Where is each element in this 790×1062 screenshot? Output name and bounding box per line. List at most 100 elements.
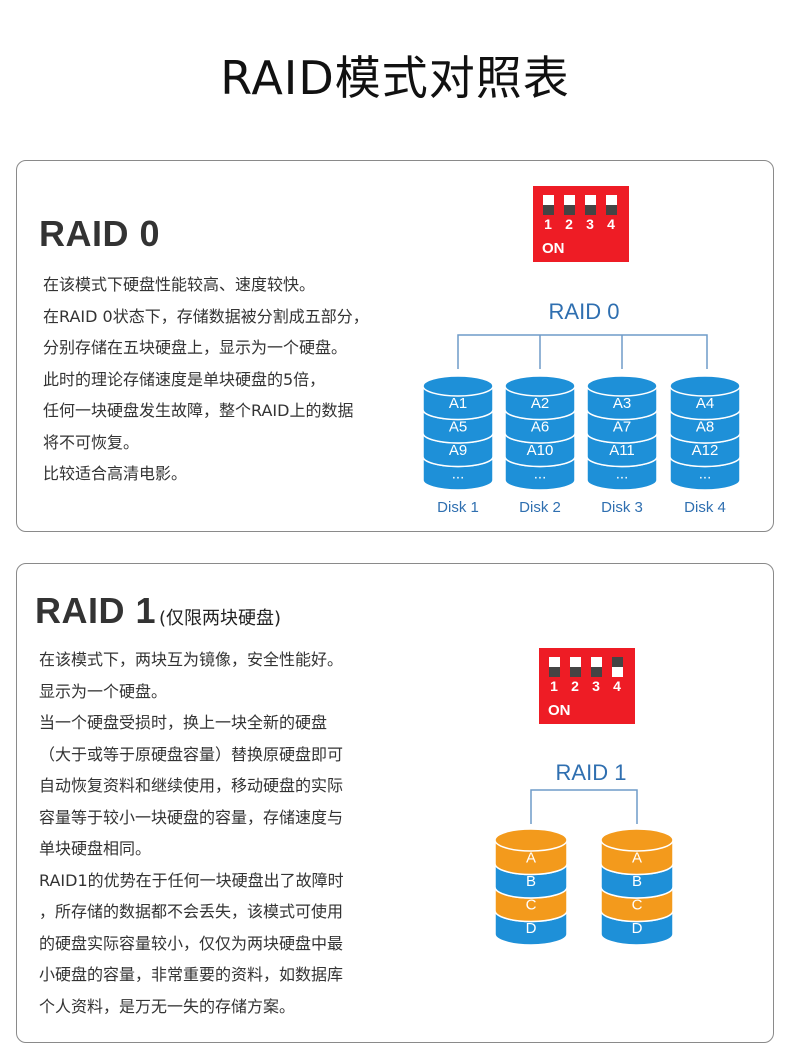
dip-number: 3 — [592, 678, 600, 694]
disk-block-label: A9 — [449, 442, 467, 459]
disk-block-label: B — [526, 873, 536, 890]
disk-segment-top — [504, 375, 576, 397]
raid0-desc-line: 在RAID 0状态下，存储数据被分割成五部分， — [43, 306, 369, 326]
raid1-connector-lines — [530, 789, 638, 824]
raid0-diagram-label: RAID 0 — [549, 299, 620, 324]
raid1-title: RAID 1 — [35, 590, 157, 631]
disk-block-label: A12 — [692, 442, 719, 459]
disk-segment-top — [600, 828, 674, 852]
disk-block-label: A7 — [613, 418, 631, 435]
disk-name-label: Disk 1 — [437, 499, 479, 516]
raid1-desc-line: 在该模式下，两块互为镜像，安全性能好。 — [39, 650, 344, 669]
dip-knob — [606, 205, 617, 215]
dip-knob — [585, 205, 596, 215]
dip-number: 4 — [613, 678, 621, 694]
raid0-desc-line: 分别存储在五块硬盘上，显示为一个硬盘。 — [43, 338, 348, 357]
dip-number: 3 — [586, 216, 594, 232]
dip-number: 2 — [565, 216, 573, 232]
dip-knob — [570, 667, 581, 677]
disk-block-label: A1 — [449, 395, 467, 412]
disk-block-label: C — [526, 896, 537, 913]
dip-knob — [591, 667, 602, 677]
dip-switch-4 — [612, 657, 623, 677]
raid1-subtitle: (仅限两块硬盘) — [159, 608, 282, 629]
disk-block-label: A8 — [696, 418, 714, 435]
disk-block-label: B — [632, 873, 642, 890]
dip-number: 2 — [571, 678, 579, 694]
raid1-desc-line: 自动恢复资料和继续使用，移动硬盘的实际 — [39, 776, 344, 795]
dip-switch-3 — [591, 657, 602, 677]
raid1-desc-line: 单块硬盘相同。 — [39, 839, 152, 858]
raid1-dip-switch: 1 2 3 4 ON — [539, 648, 635, 724]
dip-switch-4 — [606, 195, 617, 215]
raid0-connector-lines — [457, 334, 708, 369]
disk-name-label: Disk 2 — [519, 499, 561, 516]
dip-on-label: ON — [542, 240, 565, 257]
disk-block-label: ... — [534, 465, 547, 482]
disk-block-label: A10 — [527, 442, 554, 459]
raid1-desc-line: 个人资料，是万无一失的存储方案。 — [39, 996, 296, 1016]
disk-block-label: A6 — [531, 418, 549, 435]
dip-on-label: ON — [548, 702, 571, 719]
raid1-desc-line: 容量等于较小一块硬盘的容量，存储速度与 — [39, 807, 344, 827]
raid0-description: 在该模式下硬盘性能较高、速度较快。 在RAID 0状态下，存储数据被分割成五部分… — [43, 269, 369, 490]
raid1-card: RAID 1 (仅限两块硬盘) 在该模式下，两块互为镜像，安全性能好。 显示为一… — [16, 563, 774, 1043]
raid1-diagram-label: RAID 1 — [556, 760, 627, 785]
disk-block-label: A2 — [531, 395, 549, 412]
dip-number: 1 — [550, 678, 558, 694]
raid1-desc-line: 小硬盘的容量，非常重要的资料，如数据库 — [39, 965, 344, 984]
disk-block-label: A — [632, 849, 642, 866]
disk-block-label: D — [632, 920, 643, 937]
disk-block-label: ... — [616, 465, 629, 482]
disk-name-label: Disk 4 — [684, 499, 726, 516]
raid0-desc-line: 比较适合高清电影。 — [43, 464, 188, 483]
dip-knob — [549, 667, 560, 677]
disk-segment-top — [586, 375, 658, 397]
disk-block-label: A5 — [449, 418, 467, 435]
disk-block-label: ... — [452, 465, 465, 482]
disk-block-label: A11 — [609, 442, 635, 459]
disk-block-label: A4 — [696, 395, 714, 412]
raid0-desc-line: 在该模式下硬盘性能较高、速度较快。 — [43, 275, 316, 294]
disk-segment-top — [669, 375, 741, 397]
disk-segment-top — [494, 828, 568, 852]
raid0-desc-line: 此时的理论存储速度是单块硬盘的5倍， — [43, 369, 326, 389]
raid1-description: 在该模式下，两块互为镜像，安全性能好。 显示为一个硬盘。 当一个硬盘受损时，换上… — [39, 644, 344, 1022]
dip-switch-2 — [564, 195, 575, 215]
raid1-desc-line: 的硬盘实际容量较小，仅仅为两块硬盘中最 — [39, 933, 344, 953]
page-title: RAID模式对照表 — [220, 51, 570, 105]
disk-block-label: C — [632, 896, 643, 913]
raid1-desc-line: ，所存储的数据都不会丢失，该模式可使用 — [39, 902, 344, 921]
dip-number: 4 — [607, 216, 615, 232]
dip-switch-1 — [549, 657, 560, 677]
raid0-card: RAID 0 在该模式下硬盘性能较高、速度较快。 在RAID 0状态下，存储数据… — [16, 160, 774, 532]
dip-switch-1 — [543, 195, 554, 215]
disk-segment-top — [422, 375, 494, 397]
dip-knob — [543, 205, 554, 215]
disk-name-label: Disk 3 — [601, 499, 643, 516]
raid0-title: RAID 0 — [39, 213, 161, 254]
raid1-desc-line: （大于或等于原硬盘容量）替换原硬盘即可 — [39, 744, 344, 764]
raid0-desc-line: 任何一块硬盘发生故障，整个RAID上的数据 — [43, 401, 354, 420]
raid0-desc-line: 将不可恢复。 — [43, 432, 140, 452]
disk-block-label: D — [526, 920, 537, 937]
raid1-desc-line: 显示为一个硬盘。 — [39, 681, 168, 701]
dip-switch-3 — [585, 195, 596, 215]
raid1-desc-line: RAID1的优势在于任何一块硬盘出了故障时 — [39, 870, 344, 890]
raid1-desc-line: 当一个硬盘受损时，换上一块全新的硬盘 — [39, 713, 328, 732]
disk-block-label: A3 — [613, 395, 631, 412]
disk-block-label: ... — [699, 465, 712, 482]
dip-number: 1 — [544, 216, 552, 232]
dip-switch-2 — [570, 657, 581, 677]
disk-block-label: A — [526, 849, 536, 866]
